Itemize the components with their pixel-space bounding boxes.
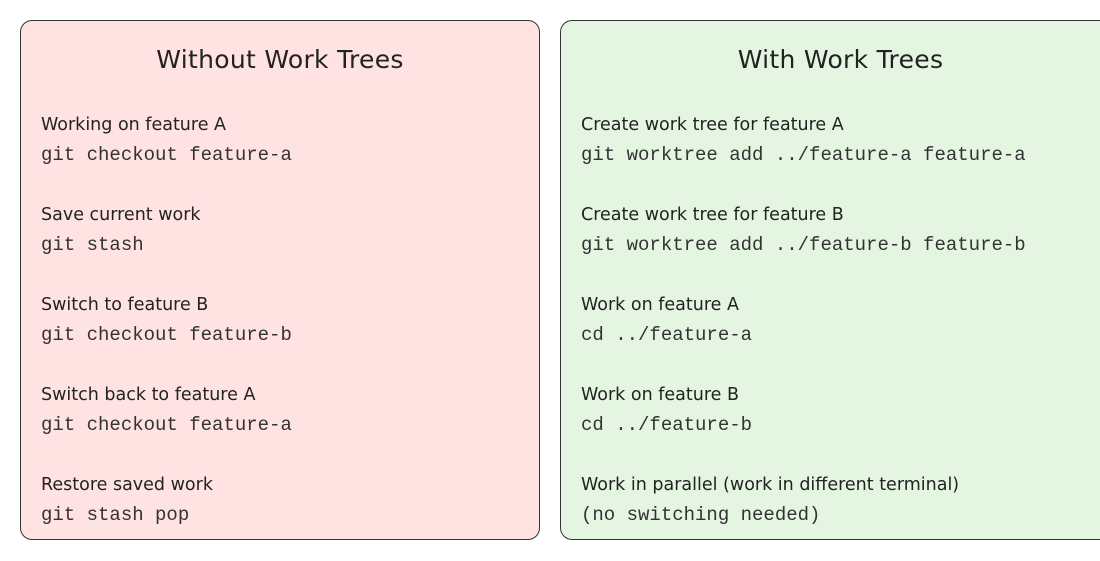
step-label: Save current work: [41, 205, 201, 225]
step-label: Switch to feature B: [41, 295, 209, 315]
panel-title: With Work Trees: [737, 45, 944, 74]
step-item: Create work tree for feature A git workt…: [581, 111, 1100, 201]
step-command: git checkout feature-a: [41, 414, 292, 436]
step-command: git worktree add ../feature-a feature-a: [581, 144, 1026, 166]
step-label: Working on feature A: [41, 115, 227, 135]
step-label: Create work tree for feature B: [581, 205, 844, 225]
step-label: Work in parallel (work in different term…: [581, 475, 960, 495]
step-item: Switch back to feature A git checkout fe…: [41, 381, 539, 471]
without-work-trees-panel: Without Work Trees Working on feature A …: [20, 20, 540, 540]
step-item: Work on feature A cd ../feature-a: [581, 291, 1100, 381]
step-label: Work on feature B: [581, 385, 739, 405]
step-list: Create work tree for feature A git workt…: [581, 111, 1100, 561]
step-command: cd ../feature-b: [581, 414, 753, 436]
step-label: Work on feature A: [581, 295, 739, 315]
step-command: git checkout feature-b: [41, 324, 292, 346]
step-label: Restore saved work: [41, 475, 213, 495]
step-command: git checkout feature-a: [41, 144, 292, 166]
step-item: Work on feature B cd ../feature-b: [581, 381, 1100, 471]
step-command: cd ../feature-a: [581, 324, 753, 346]
step-item: Restore saved work git stash pop: [41, 471, 539, 561]
step-item: Working on feature A git checkout featur…: [41, 111, 539, 201]
panel-title: Without Work Trees: [156, 45, 404, 74]
step-command: git worktree add ../feature-b feature-b: [581, 234, 1026, 256]
step-command: git stash pop: [41, 504, 190, 526]
with-work-trees-panel: With Work Trees Create work tree for fea…: [560, 20, 1100, 540]
step-item: Switch to feature B git checkout feature…: [41, 291, 539, 381]
step-item: Work in parallel (work in different term…: [581, 471, 1100, 561]
step-item: Create work tree for feature B git workt…: [581, 201, 1100, 291]
step-label: Create work tree for feature A: [581, 115, 844, 135]
step-label: Switch back to feature A: [41, 385, 256, 405]
step-command: (no switching needed): [581, 504, 821, 526]
step-list: Working on feature A git checkout featur…: [41, 111, 539, 561]
step-item: Save current work git stash: [41, 201, 539, 291]
step-command: git stash: [41, 234, 144, 256]
